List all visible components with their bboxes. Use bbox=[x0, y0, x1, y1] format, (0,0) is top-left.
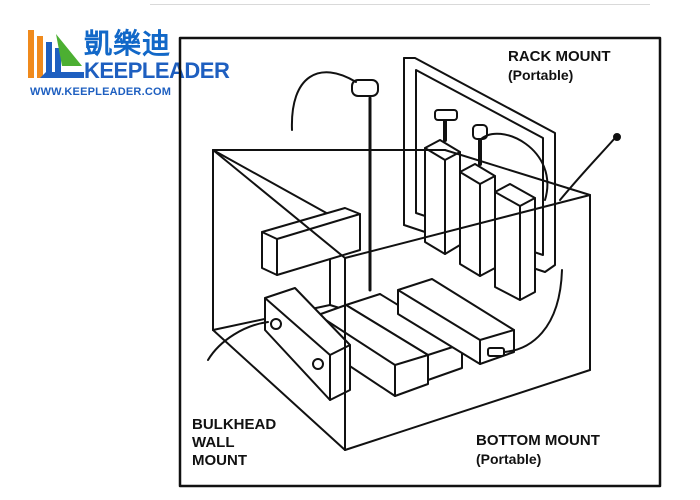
rack-transducer-1 bbox=[424, 109, 461, 255]
rack-transducer-2 bbox=[459, 124, 496, 277]
bulkhead-line-3: MOUNT bbox=[192, 452, 247, 469]
bulkhead-cable bbox=[207, 321, 269, 361]
bottom-mount-label: BOTTOM MOUNT (Portable) bbox=[476, 432, 600, 468]
rack-mount-label: RACK MOUNT (Portable) bbox=[508, 48, 611, 84]
rack-mount-subtitle: (Portable) bbox=[508, 67, 574, 83]
bulkhead-line-2: WALL bbox=[192, 434, 235, 451]
bottom-cable bbox=[503, 269, 563, 353]
logo-emblem-icon bbox=[28, 30, 84, 78]
bottom-mount-subtitle: (Portable) bbox=[476, 451, 542, 467]
keepleader-logo: 凱樂迪 KEEPLEADER WWW.KEEPLEADER.COM bbox=[22, 22, 230, 104]
bulkhead-wall-mount bbox=[264, 287, 351, 401]
tank-front-edges bbox=[212, 149, 591, 451]
diagram-frame bbox=[178, 36, 662, 488]
rack-transducer-3 bbox=[494, 183, 536, 301]
logo-website: WWW.KEEPLEADER.COM bbox=[30, 86, 172, 98]
bulkhead-line-1: BULKHEAD bbox=[192, 416, 277, 433]
rack-cable-2 bbox=[559, 137, 616, 201]
bulkhead-wall-mount-label: BULKHEAD WALL MOUNT bbox=[192, 416, 276, 470]
rack-cable-1 bbox=[479, 132, 549, 201]
top-divider-line bbox=[150, 4, 650, 5]
bottom-mount-title: BOTTOM MOUNT bbox=[476, 432, 600, 449]
rack-mount-title: RACK MOUNT bbox=[508, 48, 611, 65]
immersible-pole bbox=[290, 71, 379, 292]
wall-bar-transducer bbox=[261, 207, 361, 276]
logo-chinese-name: 凱樂迪 bbox=[84, 27, 172, 60]
logo-brand-name: KEEPLEADER bbox=[84, 58, 230, 83]
bottom-transducer-2 bbox=[397, 278, 515, 365]
